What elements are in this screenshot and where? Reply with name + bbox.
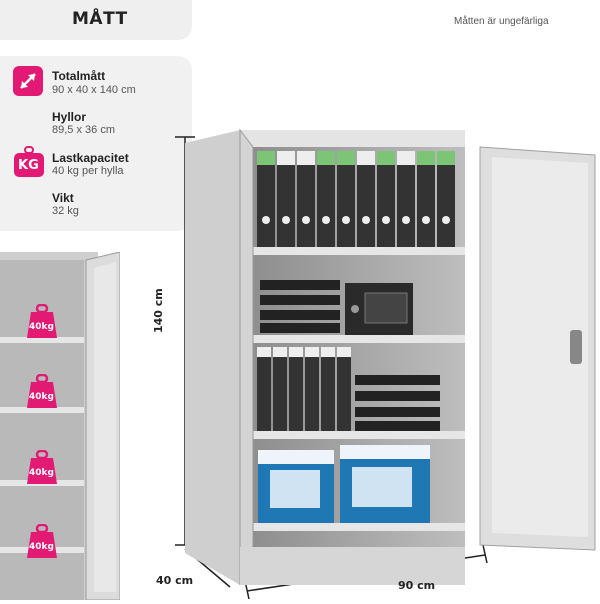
weight-badge-label: 40kg [29,392,54,402]
dimension-width-label: 90 cm [398,579,436,592]
title-panel [0,0,192,40]
kg-icon-text: KG [18,158,39,173]
kg-weight-icon: KG [13,146,45,178]
cabinet-image [150,125,600,600]
spec-label-total: Totalmått [52,69,106,83]
dimension-depth-label: 40 cm [156,574,194,587]
spec-value-weight: 32 kg [52,205,79,217]
weight-badge-label: 40kg [29,468,54,478]
weight-badge-label: 40kg [29,322,54,332]
page-title: MÅTT [72,9,128,29]
weight-badge-icon: 40kg [26,373,58,410]
spec-value-shelves: 89,5 x 36 cm [52,124,115,136]
weight-badge-icon: 40kg [26,303,58,340]
side-cabinet-image [0,251,121,601]
spec-value-capacity: 40 kg per hylla [52,165,124,177]
spec-label-weight: Vikt [52,191,74,205]
spec-value-total: 90 x 40 x 140 cm [52,84,136,96]
weight-badge-icon: 40kg [26,449,58,486]
disclaimer-text: Måtten är ungefärliga [454,16,549,27]
weight-badge-icon: 40kg [26,523,58,560]
diagonal-arrow-icon [13,66,43,96]
spec-label-shelves: Hyllor [52,110,87,124]
weight-badge-label: 40kg [29,542,54,552]
dimension-height-label: 140 cm [152,288,165,333]
spec-label-capacity: Lastkapacitet [52,151,129,165]
